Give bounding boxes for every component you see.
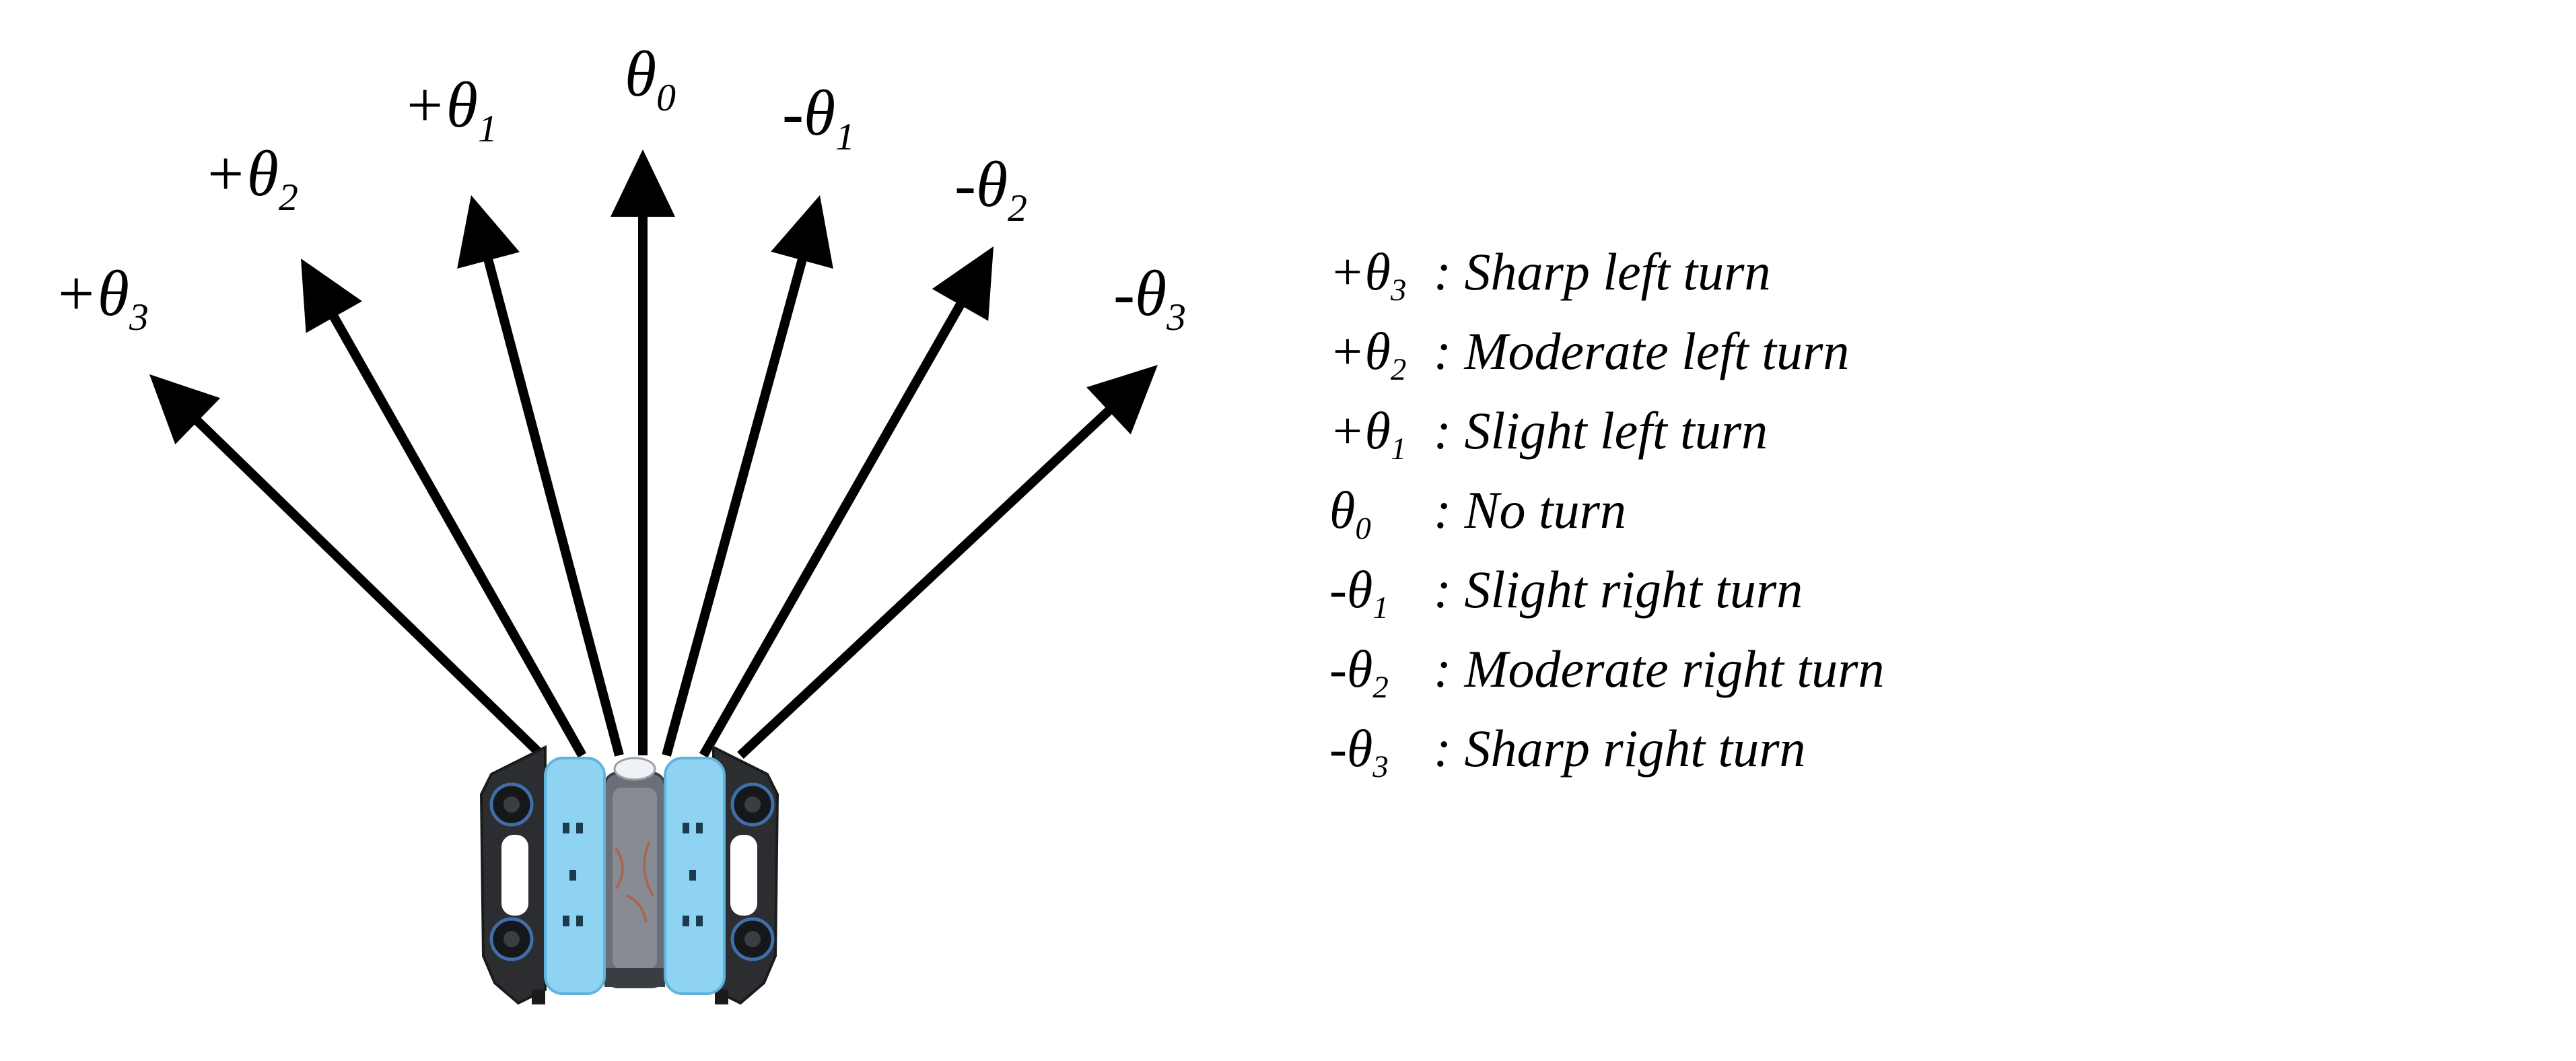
legend-symbol-plus-theta1: +θ1 <box>1329 401 1406 467</box>
arrow-labels: +θ3 +θ2 +θ1 θ0 -θ1 -θ2 -θ3 <box>54 38 1186 339</box>
arrow-plus-theta2 <box>301 259 587 758</box>
arrow-plus-theta1 <box>457 195 624 757</box>
legend-symbol-minus-theta2: -θ2 <box>1329 640 1389 705</box>
arrow-minus-theta2 <box>699 246 994 758</box>
legend-symbol-theta0: θ0 <box>1329 481 1371 546</box>
legend-desc-plus-theta1: : Slight left turn <box>1434 401 1768 460</box>
legend-desc-minus-theta3: : Sharp right turn <box>1434 719 1806 778</box>
arrow-shaft <box>483 255 624 757</box>
legend-symbol-plus-theta2: +θ2 <box>1329 322 1406 387</box>
arrow-label-plus-theta2: +θ2 <box>203 137 298 219</box>
arrowhead-icon <box>1086 365 1158 435</box>
legend-desc-plus-theta2: : Moderate left turn <box>1434 322 1849 380</box>
arrow-shaft <box>191 415 545 759</box>
arrow-minus-theta3 <box>737 365 1158 759</box>
legend-symbol-minus-theta1: -θ1 <box>1329 560 1389 625</box>
arrow-shaft <box>699 299 967 758</box>
arrow-theta0 <box>611 149 675 755</box>
left-frame-window <box>501 835 528 916</box>
arrow-minus-theta1 <box>662 195 833 757</box>
arrow-label-plus-theta3: +θ3 <box>54 257 149 339</box>
legend-desc-theta0: : No turn <box>1434 481 1626 539</box>
arrow-label-minus-theta2: -θ2 <box>954 148 1027 230</box>
arrowhead-icon <box>932 246 994 321</box>
arrow-shaft <box>737 405 1115 759</box>
legend-desc-minus-theta2: : Moderate right turn <box>1434 640 1884 698</box>
arrowhead-icon <box>457 195 520 269</box>
arrow-label-theta0: θ0 <box>625 38 676 119</box>
arrowhead-icon <box>149 374 221 445</box>
right-frame-window <box>730 835 757 916</box>
legend: +θ3 : Sharp left turn +θ2 : Moderate lef… <box>1329 242 1884 784</box>
underwater-robot-icon <box>479 745 779 1005</box>
legend-desc-plus-theta3: : Sharp left turn <box>1434 242 1771 301</box>
arrow-label-plus-theta1: +θ1 <box>403 69 497 150</box>
arrow-label-minus-theta3: -θ3 <box>1113 257 1186 339</box>
arrowhead-icon <box>611 149 675 217</box>
turn-arrows <box>149 149 1158 759</box>
arrow-label-minus-theta1: -θ1 <box>782 77 855 158</box>
legend-symbol-minus-theta3: -θ3 <box>1329 719 1389 784</box>
arrow-plus-theta3 <box>149 374 545 759</box>
hull-dome <box>613 757 656 781</box>
arrow-shaft <box>662 254 808 757</box>
legend-desc-minus-theta1: : Slight right turn <box>1434 560 1803 619</box>
arrowhead-icon <box>771 195 833 269</box>
arrow-shaft <box>328 311 587 758</box>
legend-symbol-plus-theta3: +θ3 <box>1329 242 1406 308</box>
arrowhead-icon <box>301 259 363 333</box>
